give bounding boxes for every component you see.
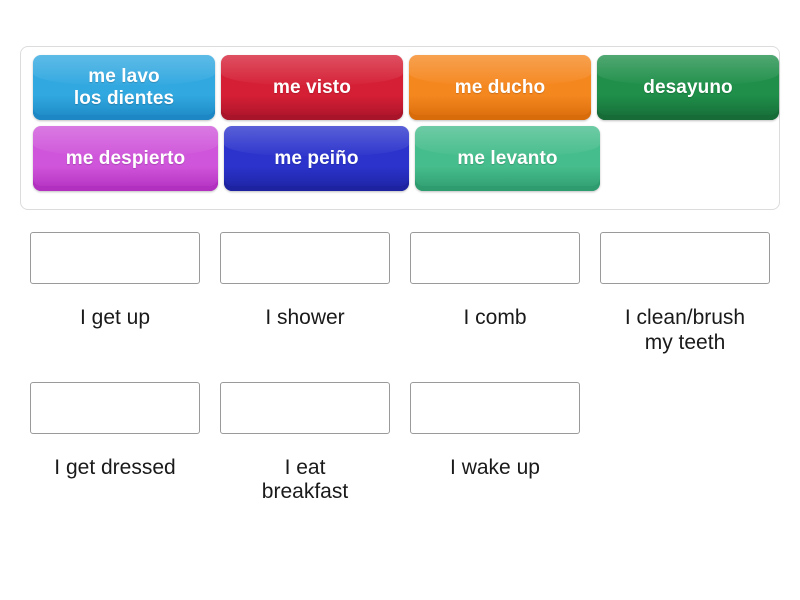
answer-i-wake-up: I wake up — [400, 381, 590, 532]
answer-cell-placeholder — [590, 382, 780, 532]
tile-label: desayuno — [643, 76, 733, 98]
tile-me-peino[interactable]: me peiño — [224, 126, 409, 191]
answer-label: I get up — [79, 306, 151, 329]
drop-zone-i-wake-up[interactable] — [410, 381, 580, 434]
answer-label: I shower — [265, 306, 345, 329]
tile-label: me levanto — [457, 147, 558, 169]
drop-zone-i-get-up[interactable] — [30, 232, 200, 284]
answer-i-get-dressed: I get dressed — [20, 381, 210, 532]
drop-zone-i-get-dressed[interactable] — [30, 381, 200, 434]
answer-i-get-up: I get up — [20, 232, 210, 382]
tile-label: me peiño — [274, 147, 359, 169]
drop-zone-i-eat-breakfast[interactable] — [220, 381, 390, 434]
drop-zone-i-clean-brush-my-teeth[interactable] — [600, 232, 770, 284]
tile-me-despierto[interactable]: me despierto — [33, 126, 218, 191]
answer-i-shower: I shower — [210, 232, 400, 382]
tile-label: me visto — [273, 76, 351, 98]
tile-row-2: me despierto me peiño me levanto — [33, 126, 779, 191]
drop-zone-i-shower[interactable] — [220, 232, 390, 284]
tile-me-ducho[interactable]: me ducho — [409, 55, 591, 120]
tile-desayuno[interactable]: desayuno — [597, 55, 779, 120]
answer-label: I wake up — [450, 455, 540, 479]
answer-i-comb: I comb — [400, 232, 590, 382]
answer-label: I comb — [463, 306, 527, 329]
answer-label: I get dressed — [54, 455, 176, 479]
tile-label: me despierto — [65, 147, 186, 169]
tile-label: me ducho — [454, 76, 546, 98]
tile-me-visto[interactable]: me visto — [221, 55, 403, 120]
drop-zone-i-comb[interactable] — [410, 232, 580, 284]
tile-me-levanto[interactable]: me levanto — [415, 126, 600, 191]
